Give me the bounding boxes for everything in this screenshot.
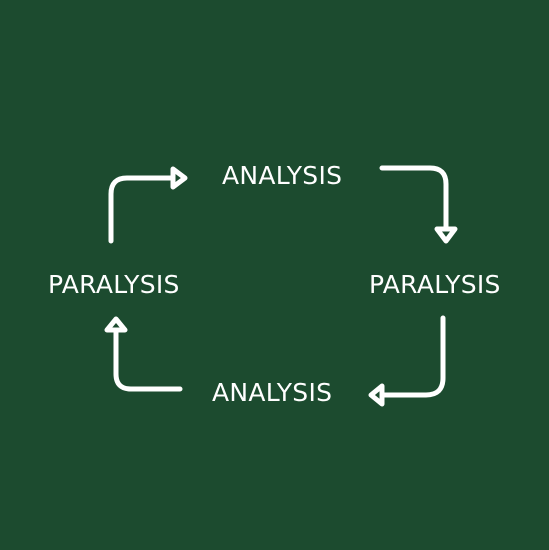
node-top-label: ANALYSIS <box>222 161 343 190</box>
arrow-left-to-top <box>108 166 188 244</box>
node-left-label: PARALYSIS <box>48 270 180 299</box>
arrow-bottom-to-left <box>104 316 183 392</box>
node-right-label: PARALYSIS <box>369 270 501 299</box>
arrow-top-to-right <box>379 165 458 244</box>
node-bottom-label: ANALYSIS <box>212 378 333 407</box>
arrow-right-to-bottom <box>368 315 446 407</box>
